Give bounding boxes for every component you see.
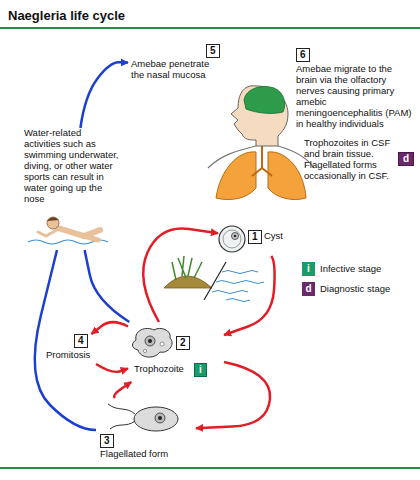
- stage-text: Cyst: [264, 231, 283, 242]
- stage-text: Water-related activities such as swimmin…: [24, 128, 120, 204]
- stage-box: 2Trophozoite i: [128, 322, 224, 382]
- stage-box: 1Cyst: [218, 222, 298, 256]
- cyst-organism: [219, 226, 245, 252]
- swimmer-figure: [28, 217, 108, 244]
- cycle-arrow: [224, 256, 275, 335]
- stage-text: Promitosis: [46, 350, 90, 361]
- rule: [0, 467, 420, 469]
- stage-text: Flagellated form: [100, 449, 168, 460]
- callout-number: 2: [176, 336, 190, 350]
- stage-tag: i: [194, 363, 207, 377]
- stage-box: 4Promitosis: [44, 334, 100, 364]
- cycle-arrow: [196, 362, 270, 428]
- trophozoite-organism: [133, 328, 173, 357]
- water-waves: [212, 271, 264, 302]
- stage-box: 6Amebae migrate to the brain via the olf…: [292, 46, 416, 185]
- flagellated-organism: [108, 404, 178, 431]
- stage-text: Amebae migrate to the brain via the olfa…: [296, 64, 412, 130]
- stage-box: 3Flagellated form: [96, 398, 196, 463]
- callout-number: 3: [100, 434, 114, 448]
- cycle-arrow: [35, 250, 96, 430]
- cycle-arrow: [143, 229, 218, 322]
- stage-text: Trophozoites in CSF and brain tissue. Fl…: [304, 138, 394, 182]
- cycle-arrow: [114, 382, 131, 398]
- stage-text: Trophozoite: [134, 364, 184, 375]
- legend-swatch: d: [302, 282, 315, 296]
- stage-box: Water-related activities such as swimmin…: [22, 128, 122, 250]
- callout-number: 6: [296, 48, 310, 62]
- stage-box: 5Amebae penetrate the nasal mucosa: [128, 44, 222, 84]
- cycle-arrow: [96, 364, 128, 372]
- cycle-arrow: [91, 322, 128, 334]
- cycle-arrow: [80, 62, 128, 128]
- callout-number: 5: [206, 44, 220, 58]
- head: [231, 86, 288, 146]
- cycle-arrow: [85, 250, 130, 322]
- legend-text: Infective stage: [320, 263, 381, 274]
- soil-grass: [164, 256, 226, 300]
- legend-letter: d: [305, 283, 311, 294]
- legend-swatch: i: [302, 262, 315, 276]
- legend-letter: i: [307, 263, 310, 274]
- stage-text: Amebae penetrate the nasal mucosa: [131, 59, 219, 81]
- callout-number: 1: [248, 230, 262, 244]
- rule: [0, 27, 420, 29]
- legend-text: Diagnostic stage: [320, 283, 390, 294]
- diagram-title: Naegleria life cycle: [8, 8, 125, 23]
- callout-number: 4: [74, 334, 88, 348]
- lungs: [216, 140, 306, 200]
- stage-tag: d: [398, 152, 414, 166]
